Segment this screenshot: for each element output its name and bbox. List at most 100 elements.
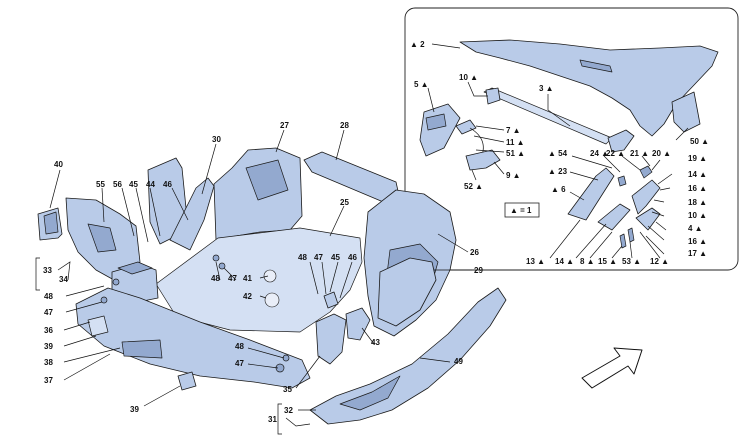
callout-48c: 48 [298, 253, 307, 262]
callout-16b: 16 ▲ [688, 237, 707, 246]
callout-56: 56 [113, 180, 122, 189]
part-45-floor-clip[interactable] [323, 291, 339, 309]
legend-text: ▲ = 1 [510, 206, 532, 215]
callout-47d: 47 [235, 359, 244, 368]
callout-19: 19 ▲ [688, 154, 707, 163]
callout-2: ▲ 2 [410, 40, 425, 49]
callout-39a: 39 [44, 342, 53, 351]
part-36-sill-cover[interactable] [87, 315, 109, 337]
part-53-bolt[interactable] [627, 227, 635, 243]
callout-24: 24 ▲ [590, 149, 609, 158]
part-33-box-lid [117, 261, 153, 275]
callout-20: 20 ▲ [652, 149, 671, 158]
callout-22: 22 ▲ [606, 149, 625, 158]
callout-54: ▲ 54 [548, 149, 568, 158]
callout-35: 35 [283, 385, 292, 394]
callout-33: 33 [43, 266, 52, 275]
callout-38: 38 [44, 358, 53, 367]
callout-5: 5 ▲ [414, 80, 429, 89]
callout-48d: 48 [235, 342, 244, 351]
callout-11: 11 ▲ [506, 138, 525, 147]
callout-8: 8 ▲ [580, 257, 595, 266]
callout-14b: 14 ▲ [555, 257, 574, 266]
callout-23: ▲ 23 [548, 167, 568, 176]
callout-52: 52 ▲ [464, 182, 483, 191]
part-48-clip-left[interactable] [112, 278, 120, 286]
part-50-trim-panel[interactable] [671, 91, 701, 133]
callout-48b: 48 [211, 274, 220, 283]
callout-32: 32 [284, 406, 293, 415]
callout-47c: 47 [314, 253, 323, 262]
part-22-pin[interactable] [617, 175, 627, 187]
callout-6: ▲ 6 [551, 185, 566, 194]
leader-lines [49, 43, 689, 427]
callout-3: 3 ▲ [539, 84, 554, 93]
part-39-cap[interactable] [177, 371, 197, 391]
part-43-side-bracket[interactable] [345, 307, 371, 341]
callout-50: 50 ▲ [690, 137, 709, 146]
part-35-lower-bracket[interactable] [315, 313, 347, 365]
part-42-floor-plug [264, 292, 280, 308]
part-3-hinge-end[interactable] [607, 129, 635, 153]
callout-48a: 48 [44, 292, 53, 301]
legend-box [504, 202, 540, 218]
front-direction-arrow [581, 347, 643, 389]
callout-15: 15 ▲ [598, 257, 617, 266]
part-29-wheelarch-cover[interactable] [377, 257, 437, 327]
callout-47b: 47 [228, 274, 237, 283]
part-47-clip-left[interactable] [100, 296, 108, 304]
part-37-rear-sill-trim[interactable] [75, 287, 311, 389]
callout-44: 44 [146, 180, 155, 189]
part-10-clip[interactable] [485, 87, 501, 105]
callout-40: 40 [54, 160, 63, 169]
part-2-shelf-edge [579, 59, 613, 73]
part-49-tail-trim-panel[interactable] [309, 287, 507, 425]
part-14-hinge-body[interactable] [631, 179, 661, 215]
callout-55: 55 [96, 180, 105, 189]
part-48-clip-center[interactable] [212, 254, 220, 262]
bracket-33-34 [35, 257, 40, 291]
callout-42: 42 [243, 292, 252, 301]
callout-10a: 10 ▲ [459, 73, 478, 82]
callout-45a: 45 [129, 180, 138, 189]
callout-46a: 46 [163, 180, 172, 189]
part-21-latch[interactable] [639, 165, 653, 179]
callout-49: 49 [454, 357, 463, 366]
callout-7: 7 ▲ [506, 126, 521, 135]
callout-26: 26 [470, 248, 479, 257]
part-8-hinge-arm[interactable] [597, 203, 631, 231]
part-4-bracket[interactable] [635, 207, 661, 231]
callout-51: 51 ▲ [506, 149, 525, 158]
part-28-upper-cross-trim[interactable] [303, 151, 401, 205]
callout-53: 53 ▲ [622, 257, 641, 266]
callout-18: 18 ▲ [688, 198, 707, 207]
part-15-screw[interactable] [619, 233, 627, 249]
callout-39b: 39 [130, 405, 139, 414]
callout-14a: 14 ▲ [688, 170, 707, 179]
callout-21: 21 ▲ [630, 149, 649, 158]
callout-12: 12 ▲ [650, 257, 669, 266]
callout-45b: 45 [331, 253, 340, 262]
part-7-link-arm[interactable] [455, 119, 477, 135]
callout-4: 4 ▲ [688, 224, 703, 233]
callout-41: 41 [243, 274, 252, 283]
callout-30: 30 [212, 135, 221, 144]
part-6-strut[interactable] [567, 167, 615, 221]
callout-43: 43 [371, 338, 380, 347]
callout-16a: 16 ▲ [688, 184, 707, 193]
part-25-luggage-floor[interactable] [155, 227, 363, 333]
callout-13: 13 ▲ [526, 257, 545, 266]
callout-34: 34 [59, 275, 68, 284]
part-38-scuff-plate [121, 339, 163, 359]
callout-31: 31 [268, 415, 277, 424]
callout-46b: 46 [348, 253, 357, 262]
part-41-floor-hole [263, 269, 277, 283]
callout-36: 36 [44, 326, 53, 335]
callout-9: 9 ▲ [506, 171, 521, 180]
part-2-rear-shelf[interactable] [459, 39, 719, 137]
callout-27: 27 [280, 121, 289, 130]
part-56-trim-pocket [87, 223, 117, 253]
part-40-inner [43, 211, 59, 235]
part-47-clip-center[interactable] [218, 262, 226, 270]
